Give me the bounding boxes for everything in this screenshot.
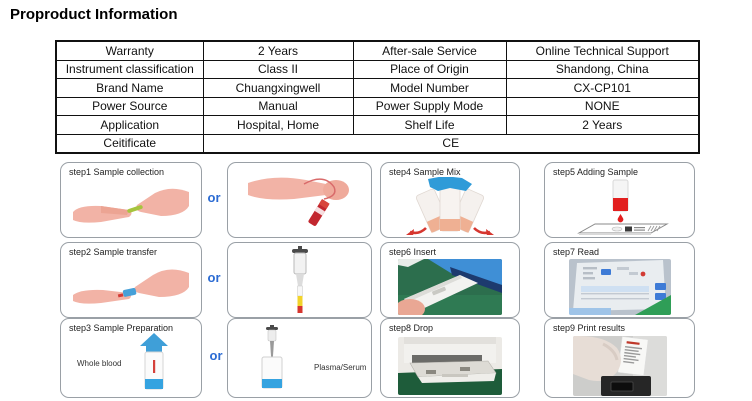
sample-mix-illustration	[406, 177, 494, 235]
or-label-3: or	[209, 348, 223, 363]
drop-cassette-photo	[398, 336, 502, 395]
venous-blood-draw-illustration	[247, 177, 349, 226]
table-cell: Shelf Life	[352, 115, 507, 135]
table-cell: Hospital, Home	[202, 115, 354, 135]
card-step7: step7 Read	[544, 242, 695, 318]
product-info-table: Warranty 2 Years After-sale Service Onli…	[55, 40, 700, 154]
step5-label: step5 Adding Sample	[553, 167, 639, 177]
table-cell: Power Source	[55, 96, 204, 116]
table-cell: NONE	[505, 96, 700, 116]
step1-label: step1 Sample collection	[69, 167, 165, 177]
table-cell: Shandong, China	[505, 59, 700, 79]
table-cell: Online Technical Support	[505, 40, 700, 61]
print-results-photo	[572, 335, 667, 396]
table-cell: Instrument classification	[55, 59, 204, 79]
card-venous-alternative	[227, 162, 372, 238]
whole-blood-annotation: Whole blood	[77, 359, 122, 368]
step8-label: step8 Drop	[389, 323, 434, 333]
table-row: Instrument classification Class II Place…	[55, 59, 700, 79]
card-step6: step6 Insert	[380, 242, 520, 318]
table-cell: CX-CP101	[505, 78, 700, 98]
step3-label: step3 Sample Preparation	[69, 323, 174, 333]
step9-label: step9 Print results	[553, 323, 626, 333]
table-cell: Place of Origin	[352, 59, 507, 79]
table-row: Ceitificate CE	[55, 133, 700, 154]
step2-label: step2 Sample transfer	[69, 247, 158, 257]
table-cell: Model Number	[352, 78, 507, 98]
or-label-2: or	[207, 270, 221, 285]
table-cell: Ceitificate	[55, 133, 204, 154]
card-plasma-serum-alternative: Plasma/Serum	[227, 318, 372, 398]
read-screen-photo	[568, 259, 671, 315]
table-row: Application Hospital, Home Shelf Life 2 …	[55, 115, 700, 135]
card-step3: step3 Sample Preparation Whole blood	[60, 318, 202, 398]
card-step8: step8 Drop	[380, 318, 520, 398]
card-step1: step1 Sample collection	[60, 162, 202, 238]
finger-prick-illustration	[73, 188, 189, 223]
card-step9: step9 Print results	[544, 318, 695, 398]
table-cell: Class II	[202, 59, 354, 79]
insert-cassette-photo	[398, 259, 502, 315]
step6-label: step6 Insert	[389, 247, 437, 257]
card-step4: step4 Sample Mix	[380, 162, 520, 238]
card-pipette-alternative	[227, 242, 372, 318]
table-cell: Application	[55, 115, 204, 135]
step4-label: step4 Sample Mix	[389, 167, 461, 177]
table-cell: Power Supply Mode	[352, 96, 507, 116]
table-cell: 2 Years	[202, 40, 354, 61]
plasma-serum-annotation: Plasma/Serum	[314, 363, 367, 372]
adding-sample-illustration	[576, 179, 669, 235]
plasma-serum-pipette-illustration	[261, 325, 282, 389]
table-cell: Warranty	[55, 40, 204, 61]
table-row: Power Source Manual Power Supply Mode NO…	[55, 96, 700, 116]
card-step5: step5 Adding Sample	[544, 162, 695, 238]
whole-blood-tube-illustration	[140, 333, 168, 390]
pipette-illustration	[291, 246, 308, 313]
or-label-1: or	[207, 190, 221, 205]
card-step2: step2 Sample transfer	[60, 242, 202, 318]
table-row: Brand Name Chuangxingwell Model Number C…	[55, 78, 700, 98]
sample-transfer-illustration	[73, 269, 189, 304]
table-cell: After-sale Service	[352, 40, 507, 61]
table-cell: Manual	[202, 96, 354, 116]
table-cell: CE	[202, 133, 700, 154]
step7-label: step7 Read	[553, 247, 600, 257]
table-cell: Brand Name	[55, 78, 204, 98]
table-cell: 2 Years	[505, 115, 700, 135]
table-cell: Chuangxingwell	[202, 78, 354, 98]
page-title: Proproduct Information	[10, 6, 178, 23]
table-row: Warranty 2 Years After-sale Service Onli…	[55, 40, 700, 61]
